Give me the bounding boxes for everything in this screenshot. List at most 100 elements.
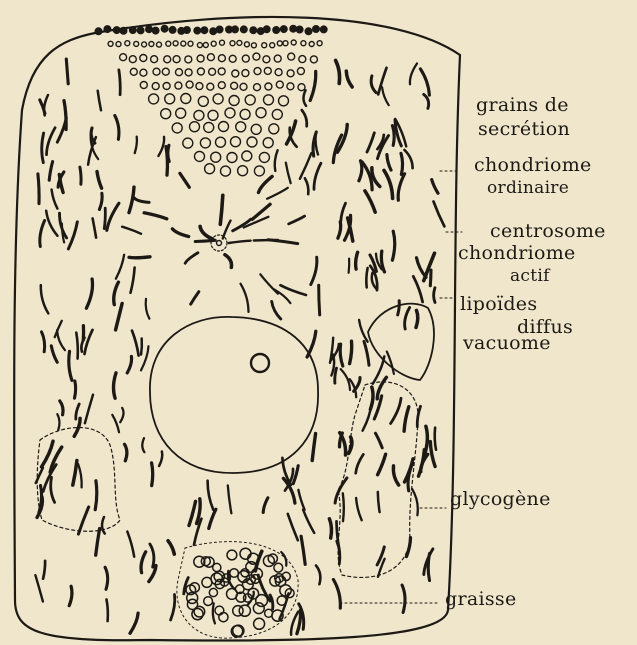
secretion-granule — [195, 28, 200, 33]
chondriocont — [378, 454, 386, 475]
secretion-granule — [211, 41, 216, 46]
chondriocont — [129, 257, 150, 258]
chondriocont — [78, 507, 88, 534]
chondriocont — [168, 541, 174, 554]
secretion-granule — [258, 29, 263, 34]
chondriocont — [73, 461, 77, 486]
chondriocont — [378, 492, 380, 512]
secretion-granule — [216, 137, 226, 147]
chondriocont — [159, 452, 162, 467]
chondriocont — [93, 218, 97, 237]
chondriocont — [350, 341, 352, 363]
secretion-granule — [225, 108, 235, 118]
chondriocont — [341, 203, 346, 221]
secretion-granule — [288, 53, 295, 60]
chondriocont — [57, 330, 65, 350]
chondriocont — [225, 255, 232, 268]
secretion-granule — [208, 110, 218, 120]
chondriocont — [424, 94, 429, 108]
secretion-granule — [297, 27, 302, 32]
fat-droplet — [265, 609, 273, 617]
chondriocont — [107, 203, 119, 230]
secretion-granule — [297, 68, 304, 75]
chondriocont — [114, 282, 119, 305]
chondriocont — [191, 292, 199, 304]
secretion-granule — [276, 81, 283, 88]
secretion-granule — [138, 28, 143, 33]
chondriocont — [267, 188, 288, 199]
chondriocont — [391, 398, 401, 423]
chondriocont — [413, 276, 422, 302]
chondriocont — [99, 193, 102, 209]
chondriocont — [356, 454, 364, 473]
secretion-granule — [263, 56, 270, 63]
chondriocont — [319, 285, 320, 315]
chondriocont — [384, 170, 393, 198]
secretion-granule — [240, 109, 250, 119]
chondriocont — [405, 308, 410, 330]
secretion-granule — [251, 43, 256, 48]
chondriocont — [272, 301, 281, 319]
secretion-granule — [241, 27, 246, 32]
chondriocont — [150, 544, 154, 567]
cell-membrane — [14, 17, 460, 641]
secretion-granule — [198, 96, 208, 106]
chondriocont — [41, 285, 49, 313]
chondriocont — [141, 339, 142, 355]
secretion-granule — [188, 41, 193, 46]
chondriocont — [435, 428, 436, 450]
label-chondriome-actif-1: chondriome — [458, 244, 576, 263]
chondriocont — [398, 301, 400, 315]
secretion-granule — [166, 41, 171, 46]
label-vacuome: vacuome — [463, 334, 551, 353]
secretion-granule — [209, 68, 216, 75]
secretion-granule — [108, 41, 113, 46]
chondriocont — [66, 59, 68, 84]
secretion-granule — [121, 28, 126, 33]
secretion-granule — [176, 108, 186, 118]
chondriocont — [303, 90, 306, 106]
chondriocont — [366, 268, 367, 287]
chondriocont — [122, 227, 141, 234]
secretion-granule — [194, 110, 204, 120]
secretion-granule — [238, 166, 248, 176]
chondriocont — [346, 71, 352, 87]
chondriocont — [420, 69, 429, 95]
chondriocont — [311, 257, 317, 284]
secretion-granule — [149, 94, 159, 104]
fat-droplet — [227, 550, 237, 560]
secretion-granule — [229, 55, 236, 62]
chondriocont — [127, 532, 134, 557]
secretion-granule — [197, 55, 204, 62]
chondriocont — [412, 489, 418, 515]
chondriocont — [359, 320, 368, 342]
chondriocont — [42, 133, 44, 163]
vacuome-vacuole — [368, 304, 434, 380]
chondriocont — [180, 173, 189, 187]
chondriocont — [127, 357, 131, 373]
chondriocont — [129, 187, 134, 213]
chondriocont — [75, 381, 76, 398]
chondriocont — [432, 180, 438, 194]
chondriocont — [301, 536, 305, 564]
secretion-granule — [134, 41, 139, 46]
secretion-granule — [181, 94, 191, 104]
secretion-granule — [185, 56, 192, 63]
chondriocont — [343, 493, 344, 521]
chondriocont — [76, 404, 79, 419]
secretion-granule — [262, 43, 267, 48]
label-glycogene: glycogène — [450, 490, 551, 509]
secretion-granule — [309, 42, 314, 47]
secretion-granule — [259, 152, 269, 162]
chondriocont — [268, 240, 298, 244]
chondriocont — [387, 155, 391, 171]
chondriocont — [392, 126, 394, 146]
secretion-granule — [183, 138, 193, 148]
fat-droplet — [230, 569, 239, 578]
secretion-granule — [279, 96, 289, 106]
chondriocont — [401, 153, 403, 174]
secretion-granule — [269, 124, 279, 134]
label-chondriome-ordinaire-2: ordinaire — [487, 180, 569, 197]
secretion-granule — [263, 138, 273, 148]
